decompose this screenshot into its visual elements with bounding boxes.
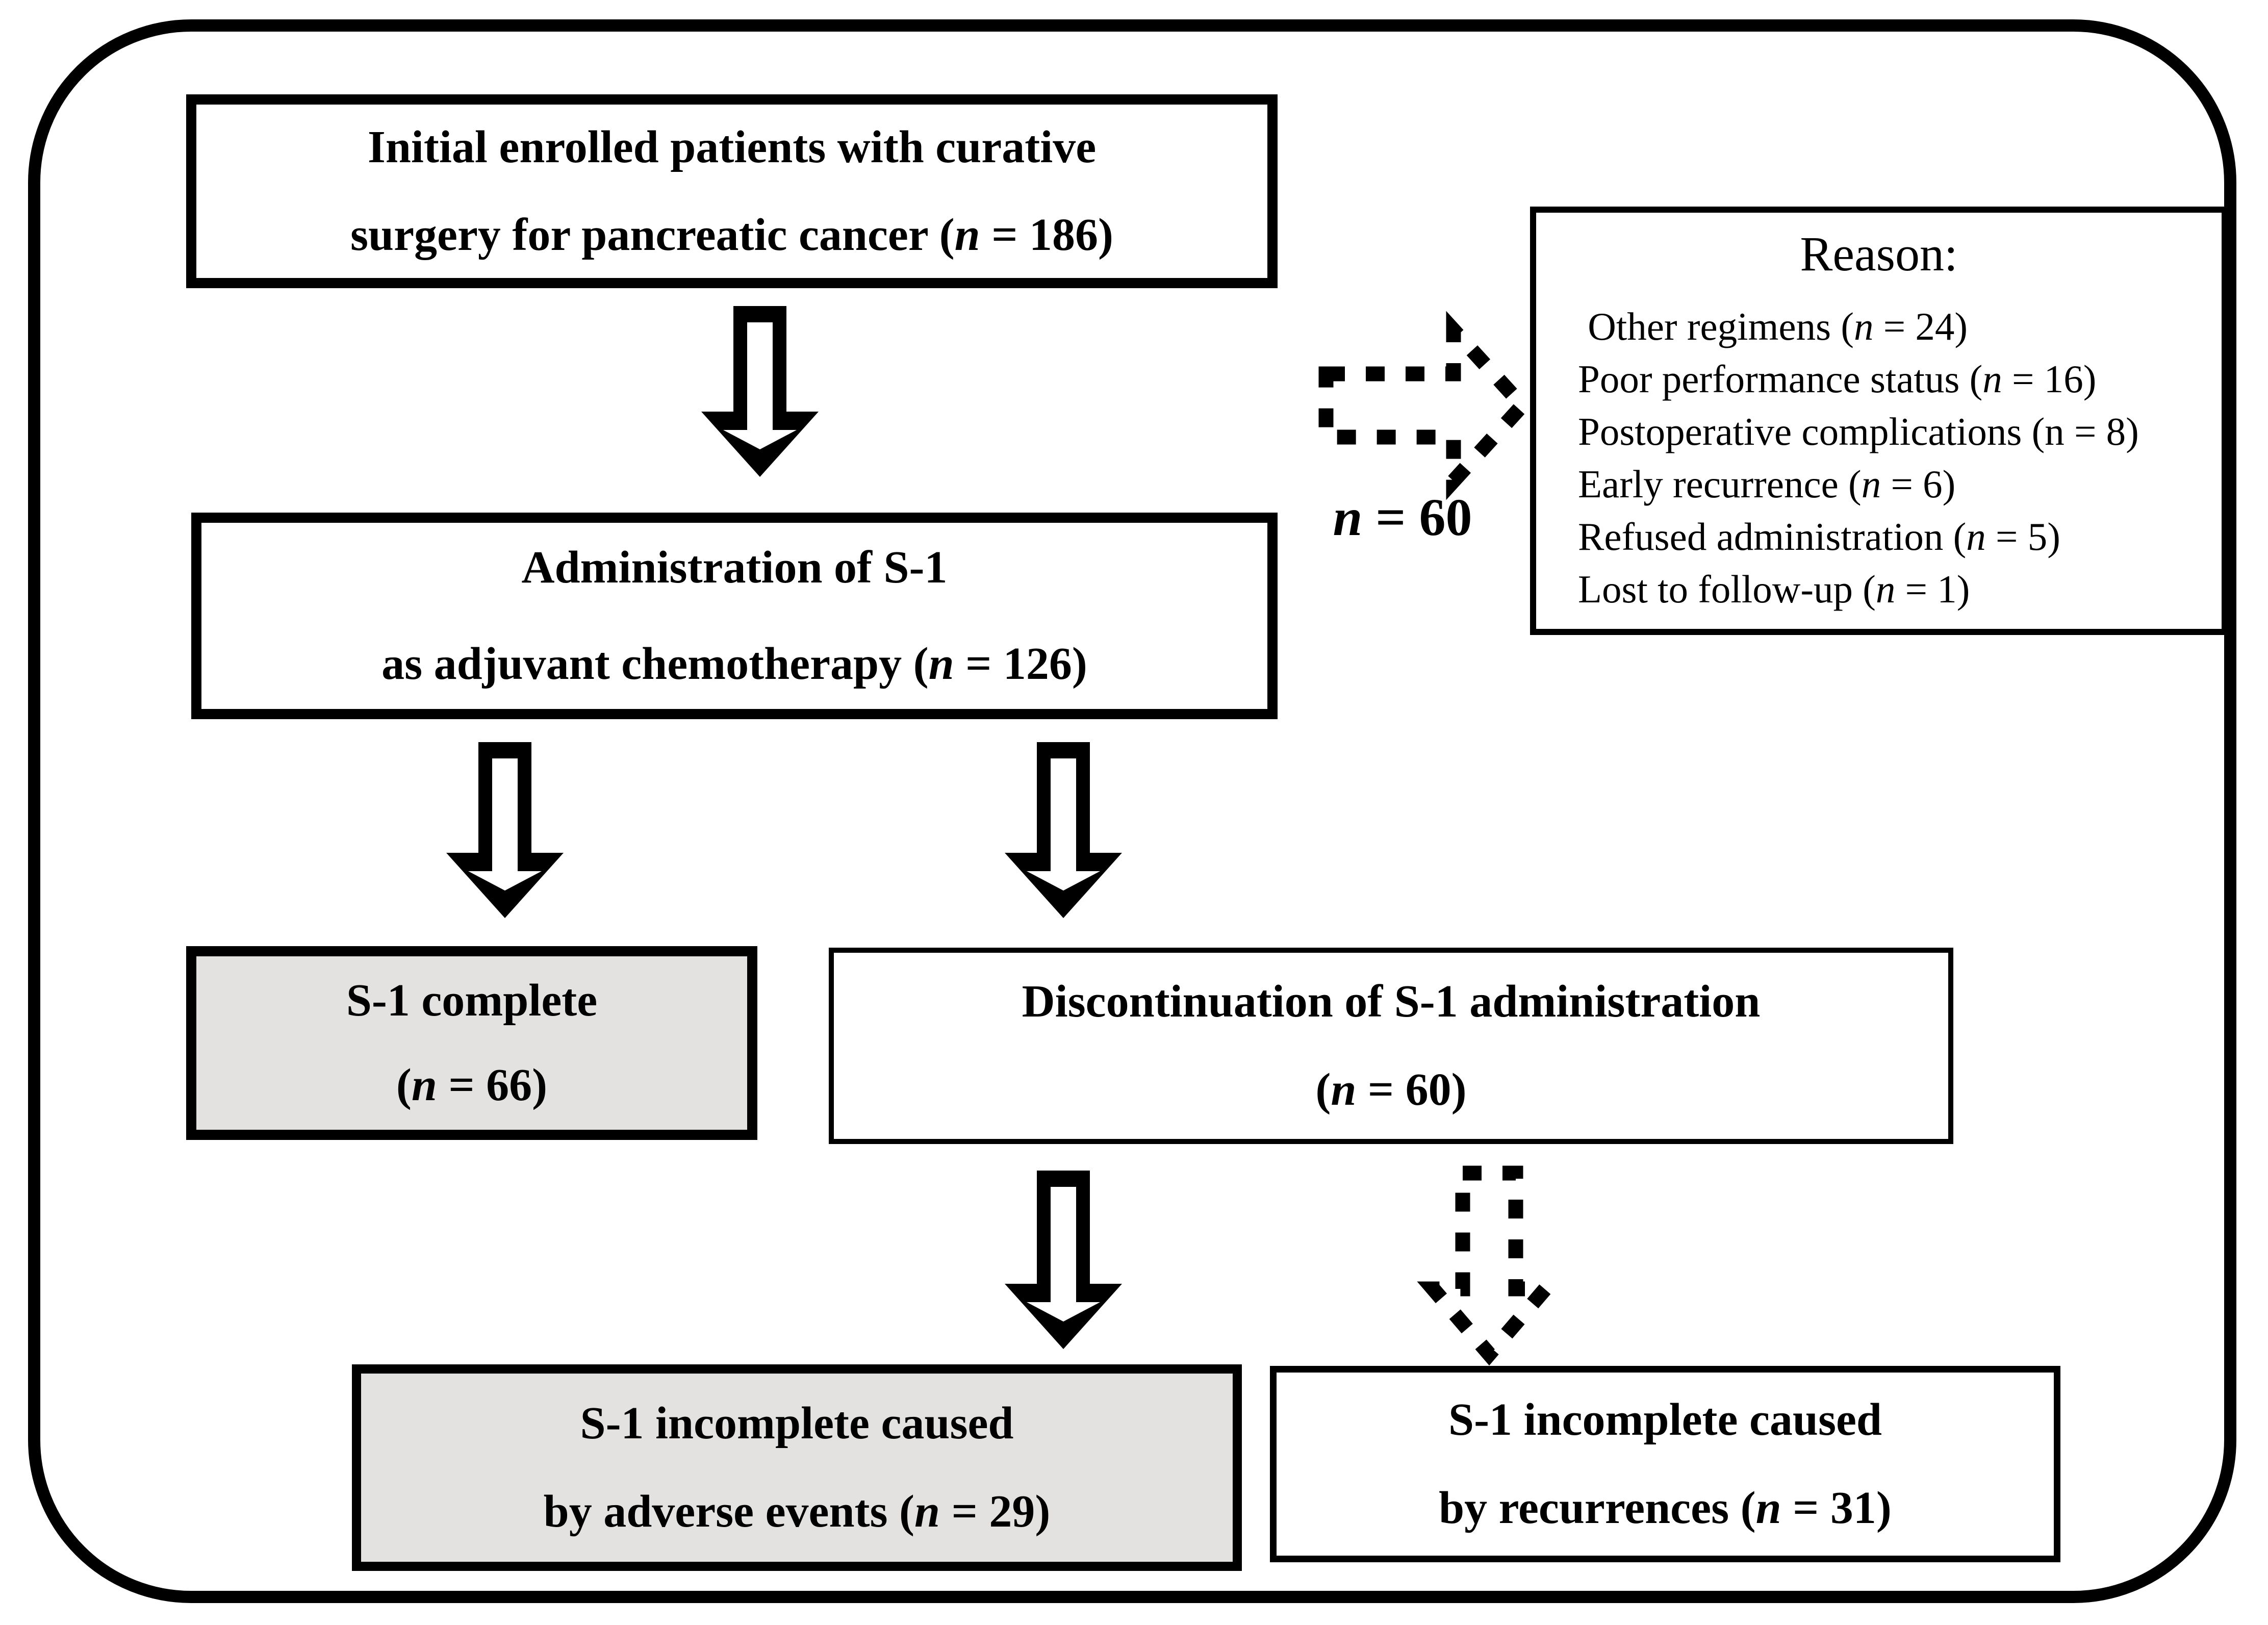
box-complete-line1: S-1 complete [346, 975, 598, 1026]
box-complete-line2: (n = 66) [396, 1060, 548, 1110]
reason-item-lost-to-followup: Lost to follow-up (n = 1) [1578, 567, 1970, 611]
reason-item-refused-administration: Refused administration (n = 5) [1578, 514, 2060, 558]
box-recurrence-line1: S-1 incomplete caused [1448, 1394, 1882, 1445]
label-n60: n = 60 [1333, 488, 1472, 547]
arrow-dashed-discontinuation-to-recurrence [1417, 1165, 1562, 1366]
arrow-admin-to-complete [446, 742, 564, 918]
outer-rounded-frame [28, 19, 2236, 1603]
arrow-initial-to-admin [701, 306, 819, 477]
box-discontinuation-line2: (n = 60) [1315, 1064, 1467, 1115]
box-s1-complete: S-1 complete (n = 66) [186, 946, 757, 1140]
box-discontinuation-s1: Discontinuation of S-1 administration (n… [829, 948, 1953, 1144]
reason-item-postoperative-complications: Postoperative complications (n = 8) [1578, 409, 2139, 453]
box-discontinuation-line1: Discontinuation of S-1 administration [1022, 976, 1761, 1027]
box-administration-s1: Administration of S-1 as adjuvant chemot… [191, 513, 1278, 719]
box-adverse-line1: S-1 incomplete caused [580, 1398, 1014, 1449]
reason-item-poor-performance: Poor performance status (n = 16) [1578, 357, 2097, 401]
reason-item-other-regimens: Other regimens (n = 24) [1578, 304, 1968, 348]
box-s1-incomplete-adverse: S-1 incomplete caused by adverse events … [352, 1364, 1242, 1571]
box-initial-enrolled: Initial enrolled patients with curative … [186, 94, 1278, 288]
arrow-dashed-to-reason [1318, 311, 1533, 500]
arrow-discontinuation-to-adverse [1005, 1171, 1122, 1349]
reason-item-early-recurrence: Early recurrence (n = 6) [1578, 462, 1956, 506]
box-recurrence-line2: by recurrences (n = 31) [1439, 1482, 1892, 1533]
box-admin-line1: Administration of S-1 [521, 542, 948, 593]
box-admin-line2: as adjuvant chemotherapy (n = 126) [381, 639, 1087, 689]
box-s1-incomplete-recurrence: S-1 incomplete caused by recurrences (n … [1270, 1366, 2060, 1562]
reason-heading: Reason: [1800, 226, 1958, 281]
box-adverse-line2: by adverse events (n = 29) [543, 1486, 1051, 1537]
box-initial-line1: Initial enrolled patients with curative [367, 121, 1097, 172]
arrow-admin-to-discontinuation [1005, 742, 1122, 918]
box-initial-line2: surgery for pancreatic cancer (n = 186) [350, 210, 1113, 260]
box-reason-list: Reason: Other regimens (n = 24) Poor per… [1530, 207, 2228, 635]
